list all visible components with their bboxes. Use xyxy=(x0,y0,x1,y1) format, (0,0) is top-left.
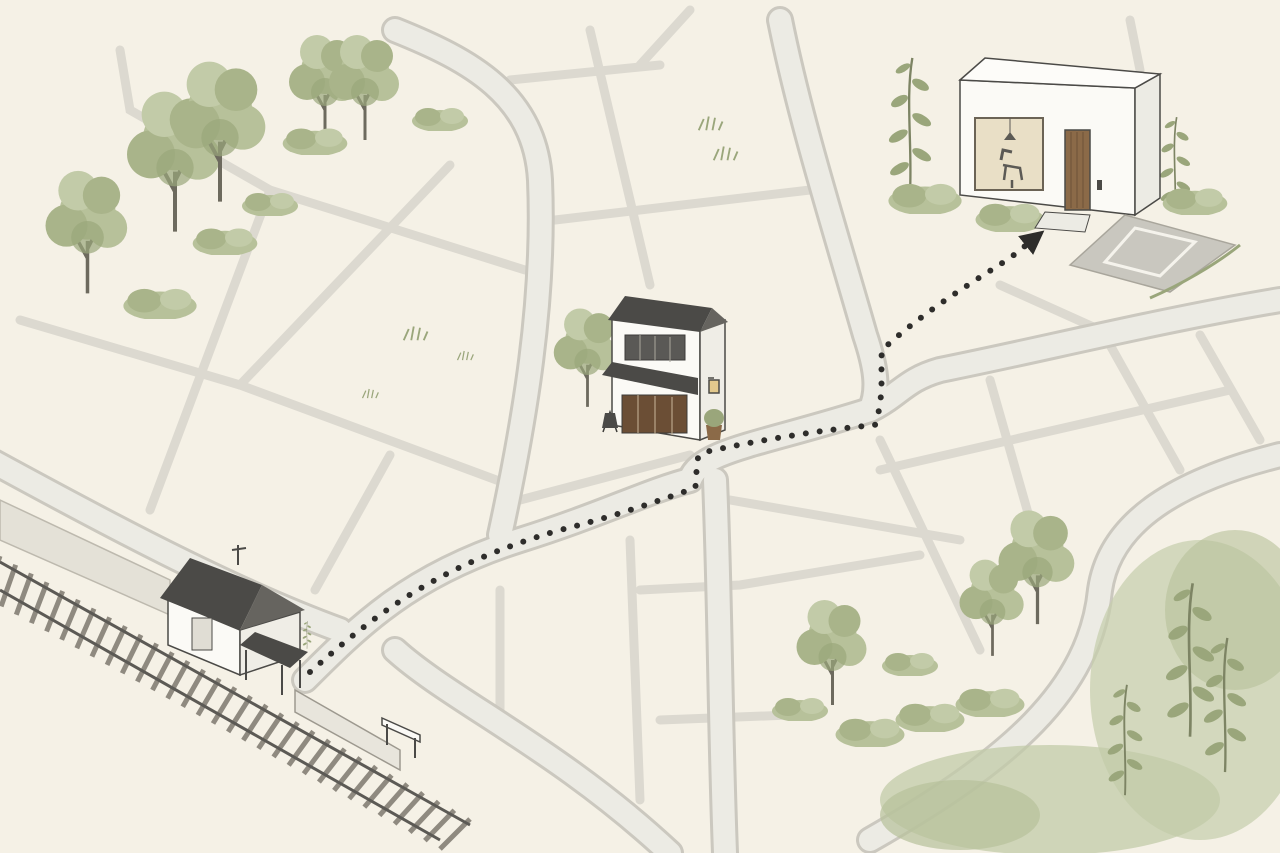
bush-icon xyxy=(835,718,905,747)
house-light xyxy=(1097,180,1102,190)
lamp-icon xyxy=(708,377,720,394)
bush-icon xyxy=(975,203,1045,232)
station-shelter-posts xyxy=(245,650,301,695)
railway-tie xyxy=(44,590,65,633)
railway-tie xyxy=(29,581,50,624)
cafe-awning xyxy=(602,362,698,395)
station-antenna xyxy=(231,545,247,565)
house-roof xyxy=(958,57,1163,89)
railway-rail-upper xyxy=(0,560,471,827)
platform-wall xyxy=(294,688,401,772)
station-shelter-roof xyxy=(240,632,308,668)
house-fence xyxy=(1149,243,1241,300)
railway-tie xyxy=(301,738,332,776)
railway-tie xyxy=(316,747,347,784)
bush-icon xyxy=(772,698,828,721)
bench-icon xyxy=(381,716,421,758)
route-path xyxy=(307,230,1045,675)
bush-icon xyxy=(955,688,1025,717)
railway-tie xyxy=(74,607,97,650)
railway-ties xyxy=(0,556,472,851)
lamp-icon xyxy=(1004,118,1016,140)
station-door xyxy=(191,617,213,651)
chair-icon xyxy=(999,148,1024,188)
bush-icon xyxy=(882,653,938,676)
railway-tie xyxy=(210,686,238,725)
bush-icon xyxy=(888,183,962,214)
railway-tie xyxy=(135,642,159,683)
cafe-roof-side xyxy=(700,308,728,332)
house-step xyxy=(1034,211,1091,233)
bush-icon xyxy=(123,288,197,319)
bush-icon xyxy=(242,193,298,216)
railway-tie xyxy=(104,625,128,666)
street-grid xyxy=(15,5,1265,805)
station-roof-side xyxy=(240,585,305,630)
railway-rail-lower xyxy=(0,588,441,842)
bush-icon xyxy=(1162,188,1228,215)
railway-tie xyxy=(119,633,144,675)
house-side-wall xyxy=(1134,72,1161,217)
cafe-roof xyxy=(608,296,712,332)
railway-tie xyxy=(286,729,316,767)
railway-tie xyxy=(377,782,410,818)
railway-tie xyxy=(438,817,472,851)
woods-bottom-right xyxy=(880,530,1280,853)
railway-tie xyxy=(332,756,363,792)
railway-tie xyxy=(271,721,300,759)
bush-icon xyxy=(282,128,348,155)
cafe[interactable] xyxy=(552,296,728,442)
railway-tie xyxy=(89,616,112,658)
railway xyxy=(0,499,472,851)
house-window xyxy=(974,117,1044,191)
potted-plant-icon xyxy=(704,409,724,440)
bush-icon xyxy=(412,108,468,131)
railway-tie xyxy=(362,773,394,809)
bush-icon xyxy=(192,228,258,255)
parking-pad[interactable] xyxy=(1068,214,1237,293)
railway-tie xyxy=(392,791,425,826)
modern-house[interactable] xyxy=(885,56,1241,300)
sign-board-icon xyxy=(602,409,618,433)
railway-tie xyxy=(195,677,222,717)
railway-tie xyxy=(347,764,378,801)
railway-tie xyxy=(165,659,191,700)
parking-marking xyxy=(1102,226,1199,278)
railway-tie xyxy=(150,651,175,692)
railway-tie xyxy=(13,572,34,616)
railway-tie xyxy=(241,703,269,742)
bush-icon xyxy=(895,703,965,732)
railway-tie xyxy=(180,668,206,709)
railway-tie xyxy=(256,712,285,751)
railway-tie xyxy=(59,598,81,641)
railway-tie xyxy=(0,563,19,608)
train-station[interactable] xyxy=(160,545,313,695)
station-roof xyxy=(160,558,262,630)
railway-tie xyxy=(226,694,253,734)
